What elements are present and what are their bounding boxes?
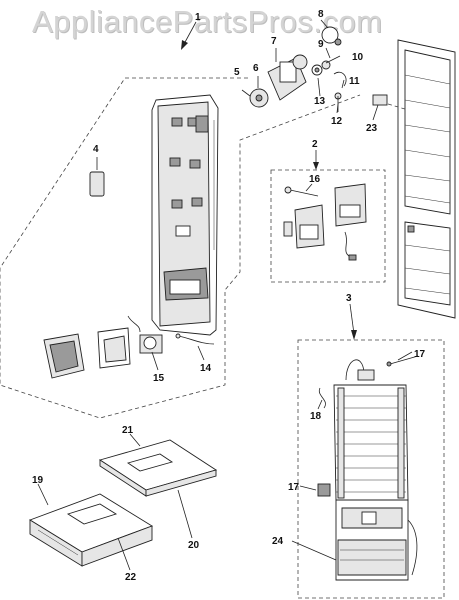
callout-13: 13 [314, 96, 326, 107]
fan-assembly [241, 26, 347, 112]
part-9-leader [325, 47, 331, 59]
callout-1: 1 [195, 12, 201, 23]
lower-left-parts [43, 315, 215, 379]
callout-19: 19 [32, 475, 44, 486]
part-8-leader [320, 19, 329, 29]
part-24-leader [291, 540, 337, 561]
callout-23: 23 [366, 123, 378, 134]
part-12-leader [336, 103, 339, 114]
evaporator-coil [317, 355, 419, 581]
ice-maker-parts [283, 183, 367, 261]
callout-17b: 17 [288, 482, 300, 493]
part-13-leader [317, 77, 321, 97]
group-3-arrow [351, 330, 357, 340]
part-15-leader [151, 351, 159, 371]
callout-24: 24 [272, 536, 284, 547]
part-20-leader [177, 489, 193, 539]
part-19-leader [37, 483, 49, 506]
callout-15: 15 [153, 373, 165, 384]
callout-21: 21 [122, 425, 134, 436]
callout-5: 5 [234, 67, 240, 78]
group-2-arrow [313, 162, 319, 170]
callout-8: 8 [318, 9, 324, 20]
part-14-leader [197, 345, 205, 361]
cabinet-leader [387, 103, 409, 111]
crisper-cover-lower [28, 493, 154, 567]
part-23-sensor [372, 94, 388, 106]
callout-22: 22 [125, 572, 137, 583]
callout-6: 6 [253, 63, 259, 74]
part-17a-leader [397, 351, 413, 361]
callout-2: 2 [312, 139, 318, 150]
callout-14: 14 [200, 363, 212, 374]
part-11-leader [341, 79, 345, 89]
callout-17a: 17 [414, 349, 426, 360]
part-4 [89, 171, 105, 197]
crisper-cover-upper [98, 439, 218, 497]
evaporator-cover-panel [151, 94, 219, 336]
callout-10: 10 [352, 52, 364, 63]
part-17b-leader [299, 485, 317, 491]
part-21-leader [129, 433, 141, 447]
refrigerator-cabinet [397, 39, 456, 319]
part-22-leader [117, 537, 131, 571]
group-1-leader [183, 21, 197, 45]
part-16-leader [305, 183, 313, 192]
callout-3: 3 [346, 293, 352, 304]
part-23-leader [372, 104, 379, 121]
part-18-leader [317, 399, 323, 410]
callout-16: 16 [309, 174, 321, 185]
group-1-outline [0, 77, 361, 419]
group-3-leader [349, 303, 355, 335]
callout-12: 12 [331, 116, 343, 127]
callout-11: 11 [349, 76, 360, 87]
group-2-box [270, 169, 386, 283]
callout-7: 7 [271, 36, 277, 47]
callout-9: 9 [318, 39, 324, 50]
group-1-arrow [181, 40, 188, 50]
callout-4: 4 [93, 144, 99, 155]
callout-18: 18 [310, 411, 322, 422]
part-10-leader [325, 55, 341, 64]
callout-20: 20 [188, 540, 200, 551]
